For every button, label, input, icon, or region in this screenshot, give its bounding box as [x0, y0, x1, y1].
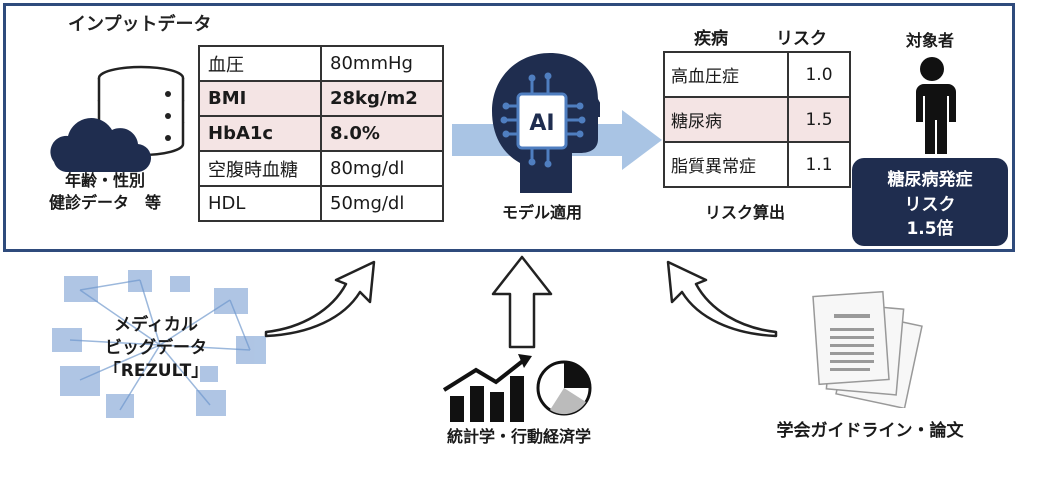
- ai-head-icon: AI: [492, 53, 600, 193]
- risk-caption: リスク算出: [704, 203, 785, 222]
- table-row: 空腹時血糖 80mg/dl: [198, 150, 444, 187]
- statistics-chart-icon: [442, 354, 592, 422]
- table-row: HDL 50mg/dl: [198, 185, 444, 222]
- curved-arrow-left-icon: [264, 260, 376, 338]
- risk-header-risk: リスク: [776, 29, 827, 49]
- papers-icon: [812, 290, 923, 408]
- guidelines-caption: 学会ガイドライン・論文: [776, 421, 964, 441]
- statistics-caption: 統計学・行動経済学: [446, 427, 591, 446]
- input-item: 血圧: [198, 45, 322, 82]
- input-value: 8.0%: [320, 115, 444, 152]
- input-data-table: 血圧 80mmHg BMI 28kg/m2 HbA1c 8.0% 空腹時血糖 8…: [198, 45, 444, 222]
- table-row: HbA1c 8.0%: [198, 115, 444, 152]
- up-arrow-icon: [491, 255, 553, 349]
- network-graph-icon: [52, 270, 266, 418]
- input-data-title: インプットデータ: [68, 14, 212, 35]
- badge-line-1: 糖尿病発症: [887, 170, 973, 190]
- badge-line-3: 1.5倍: [906, 219, 954, 240]
- caption-age-gender: 年齢・性別: [64, 171, 145, 190]
- ai-chip-label: AI: [529, 111, 554, 136]
- input-value: 80mg/dl: [320, 150, 444, 187]
- input-item: HbA1c: [198, 115, 322, 152]
- input-item: BMI: [198, 80, 322, 117]
- input-item: HDL: [198, 185, 322, 222]
- input-item: 空腹時血糖: [198, 150, 322, 187]
- medical-line-1: メディカル: [114, 315, 198, 335]
- database-cloud-icon: [50, 65, 185, 173]
- person-icon: [916, 57, 956, 154]
- risk-value: 1.1: [787, 141, 851, 188]
- table-row: 高血圧症 1.0: [663, 51, 851, 98]
- risk-value: 1.0: [787, 51, 851, 98]
- model-caption: モデル適用: [501, 203, 582, 222]
- risk-value: 1.5: [787, 96, 851, 143]
- input-value: 80mmHg: [320, 45, 444, 82]
- disease-name: 脂質異常症: [663, 141, 789, 188]
- input-value: 28kg/m2: [320, 80, 444, 117]
- disease-name: 糖尿病: [663, 96, 789, 143]
- table-row: 血圧 80mmHg: [198, 45, 444, 82]
- curved-arrow-right-icon: [666, 260, 778, 338]
- disease-name: 高血圧症: [663, 51, 789, 98]
- risk-table: 高血圧症 1.0 糖尿病 1.5 脂質異常症 1.1: [663, 51, 851, 188]
- caption-health-checkup: 健診データ 等: [48, 192, 161, 212]
- input-value: 50mg/dl: [320, 185, 444, 222]
- table-row: BMI 28kg/m2: [198, 80, 444, 117]
- badge-line-2: リスク: [904, 194, 956, 215]
- risk-result-badge: 糖尿病発症 リスク 1.5倍: [852, 158, 1008, 246]
- input-source-caption: 年齢・性別 健診データ 等: [40, 170, 170, 213]
- table-row: 脂質異常症 1.1: [663, 141, 851, 188]
- medical-line-2: ビッグデータ: [105, 337, 207, 358]
- table-row: 糖尿病 1.5: [663, 96, 851, 143]
- medical-bigdata-caption: メディカル ビッグデータ 「REZULT」: [76, 314, 236, 383]
- subject-title: 対象者: [905, 31, 954, 50]
- risk-header-disease: 疾病: [694, 29, 728, 49]
- medical-line-3: 「REZULT」: [103, 360, 209, 381]
